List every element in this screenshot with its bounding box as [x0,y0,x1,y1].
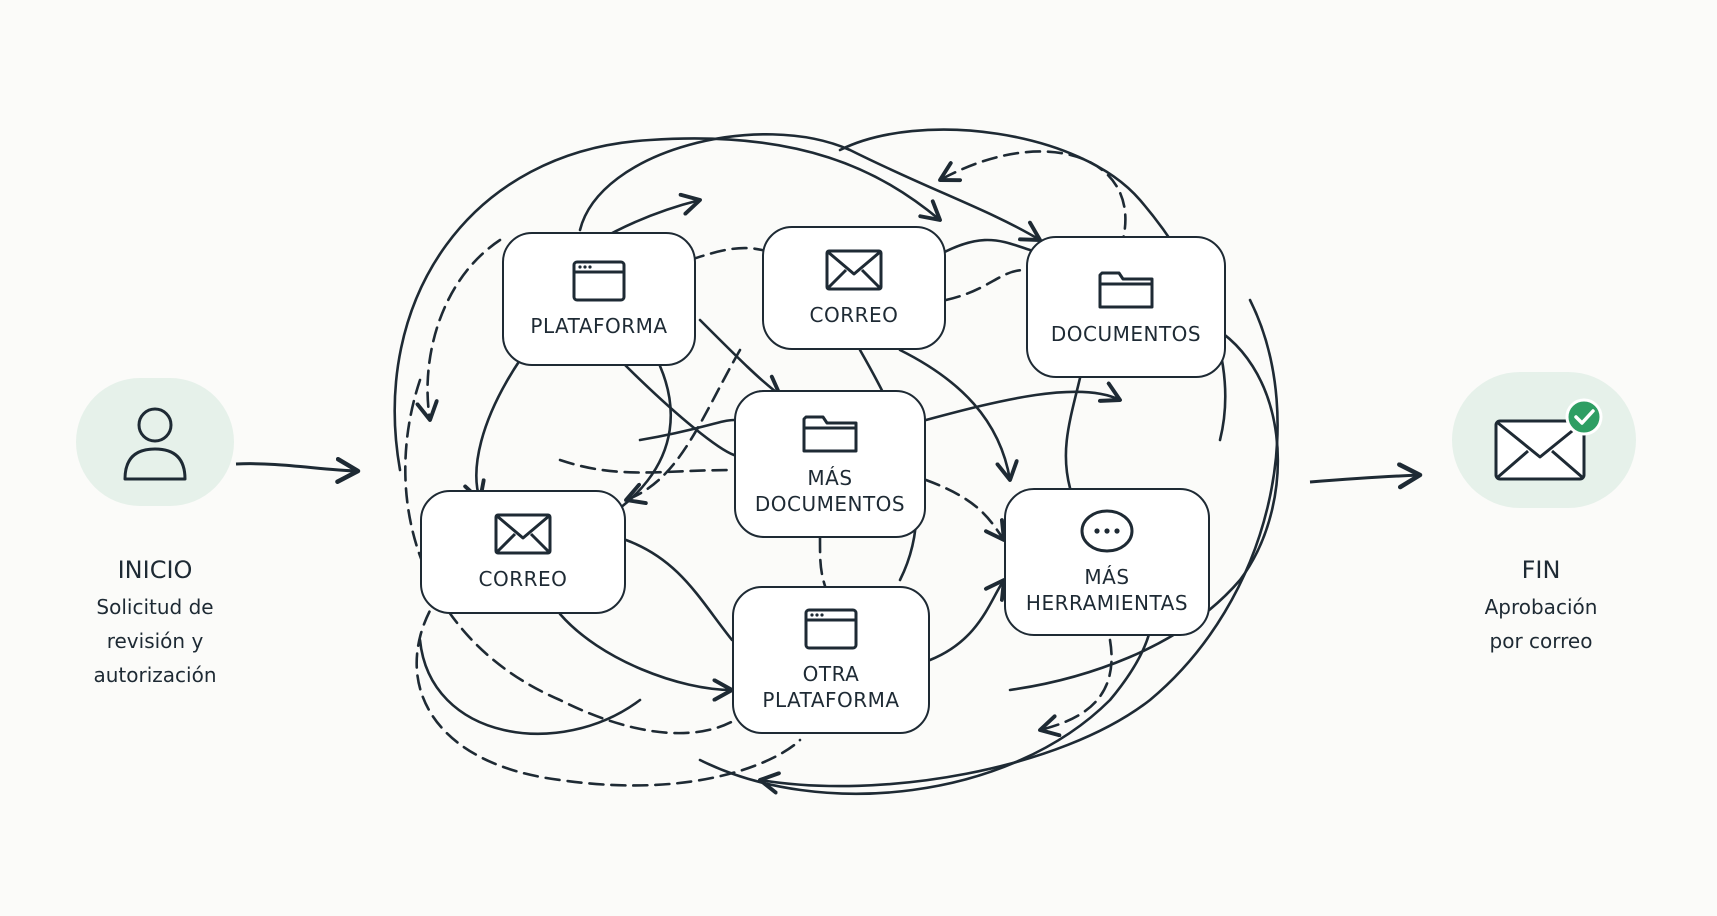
tangle-connector [393,137,942,472]
tangle-connector [928,578,1006,662]
tangle-connector [1064,376,1082,490]
start-subtitle: Solicitud de revisión y autorización [93,595,217,687]
node-correo-left: CORREO [420,490,626,614]
tangle-connector [404,378,737,735]
more-options-icon [1080,509,1134,553]
node-label: CORREO [809,303,899,327]
node-mas-herramientas: MÁS HERRAMIENTAS [1004,488,1210,636]
node-label: MÁS DOCUMENTOS [754,466,906,516]
tangle-connector [638,418,736,442]
node-label: DOCUMENTOS [1050,322,1202,346]
tangle-connector [688,246,764,262]
tangle-connector [463,358,522,502]
tangle-connector [944,268,1027,302]
tangle-connector [558,458,736,474]
start-title: INICIO [117,556,193,584]
tangle-connector [624,538,734,642]
node-plataforma: PLATAFORMA [502,232,696,366]
node-label: PLATAFORMA [530,314,668,338]
user-icon [123,407,187,481]
tangle-connector [618,358,736,457]
tangle-connector [578,133,1042,242]
browser-window-icon [804,608,858,650]
start-circle [76,378,234,506]
node-correo-top: CORREO [762,226,946,350]
tangle-connector [624,348,742,505]
mail-icon [825,249,883,291]
browser-window-icon [572,260,626,302]
approved-mail-icon [1494,398,1603,481]
tangle-connector [818,536,827,588]
tangle-connector [758,298,1279,795]
end-title: FIN [1521,556,1561,584]
end-circle [1452,372,1636,508]
node-label: CORREO [478,567,568,591]
folder-icon [802,415,858,453]
tangle-connector [898,348,1019,482]
tangle-connector [558,612,734,702]
tangle-connector [415,238,502,422]
mail-icon [494,513,552,555]
tangle-connector [1008,318,1280,692]
node-mas-documentos: MÁS DOCUMENTOS [734,390,926,538]
node-label: MÁS HERRAMIENTAS [1025,565,1189,615]
folder-icon [1098,271,1154,309]
node-otra-plataforma: OTRA PLATAFORMA [732,586,930,734]
tangle-connector [418,638,642,736]
tangle-connector [924,478,1006,542]
end-subtitle: Aprobación por correo [1484,595,1598,653]
node-label: OTRA PLATAFORMA [762,662,900,712]
node-documentos: DOCUMENTOS [1026,236,1226,378]
tangle-connector [1038,638,1113,738]
tangle-connector [415,558,802,787]
end-arrow [1309,462,1423,490]
start-arrow [235,456,361,484]
tangle-connector [924,381,1122,422]
